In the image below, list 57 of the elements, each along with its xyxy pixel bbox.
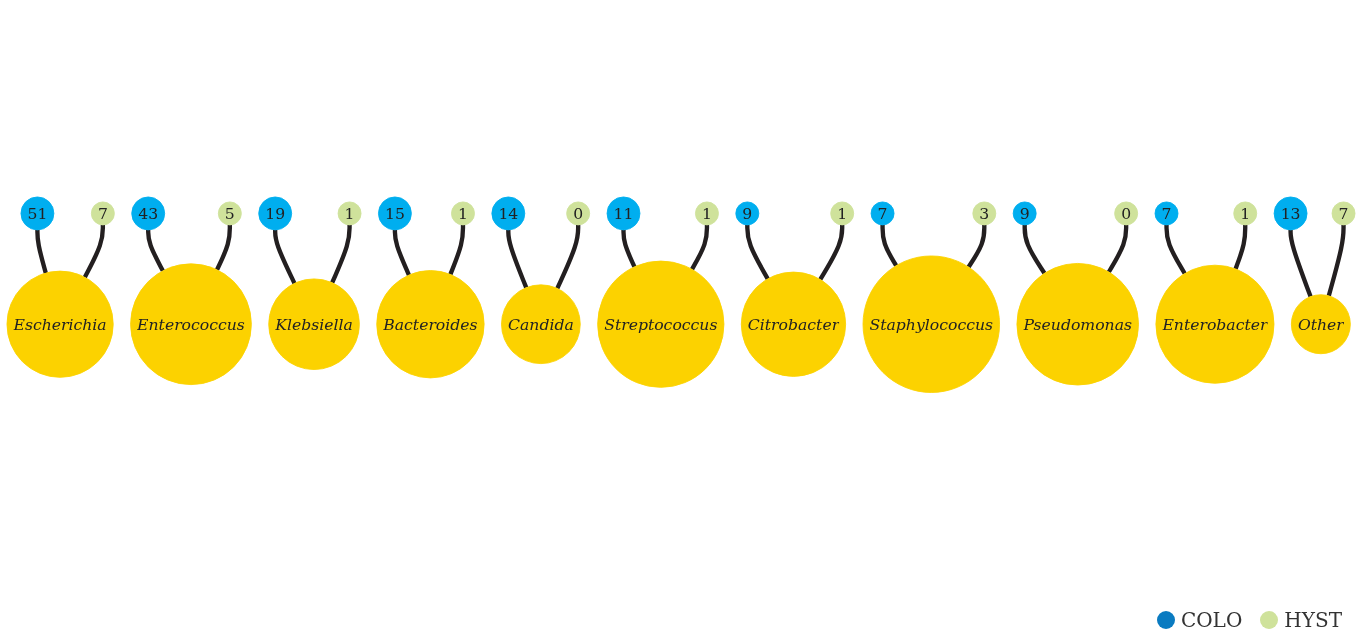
node-circle: Staphylococcus: [862, 255, 1000, 394]
node-circle: 1: [337, 201, 362, 226]
node-circle: 3: [972, 201, 997, 226]
connector: [330, 225, 352, 284]
connector: [273, 230, 297, 285]
node-circle: 7: [870, 201, 895, 226]
node-circle: 1: [451, 201, 475, 226]
node-circle: Enterococcus: [130, 263, 252, 386]
node-circle: 13: [1273, 196, 1308, 231]
connector: [448, 225, 466, 276]
node-circle: 1: [1233, 201, 1258, 226]
connector: [880, 225, 899, 268]
node-circle: 9: [735, 201, 760, 226]
node-circle: 15: [378, 196, 412, 231]
connector: [1022, 225, 1047, 275]
connector: [1233, 225, 1248, 270]
node-circle: 5: [217, 201, 242, 226]
node-circle: Candida: [501, 284, 581, 365]
legend-label: HYST: [1284, 608, 1342, 632]
connector: [506, 230, 529, 289]
node-circle: 14: [491, 196, 526, 231]
node-circle: Bacteroides: [376, 270, 485, 379]
node-circle: 11: [606, 196, 641, 231]
connector: [1326, 225, 1346, 297]
node-circle: Citrobacter: [740, 271, 847, 378]
node-circle: 0: [566, 201, 591, 226]
connector: [1164, 225, 1187, 275]
node-circle: 1: [830, 201, 855, 226]
node-circle: 7: [1331, 201, 1356, 226]
connector: [215, 225, 232, 271]
connector: [35, 230, 48, 274]
node-circle: 7: [1154, 201, 1179, 226]
node-circle: 19: [258, 196, 293, 231]
connector: [392, 230, 411, 277]
node-circle: Enterobacter: [1155, 265, 1275, 384]
node-circle: 9: [1012, 201, 1037, 226]
legend-label: COLO: [1180, 608, 1243, 632]
node-circle: 7: [90, 201, 115, 226]
node-circle: 1: [695, 201, 719, 226]
connector: [146, 230, 165, 273]
node-circle: Klebsiella: [268, 278, 360, 371]
connector: [818, 225, 845, 281]
connector: [1288, 230, 1313, 298]
connector: [621, 230, 637, 268]
connector: [82, 225, 106, 279]
connector: [966, 225, 987, 269]
connector: [555, 225, 581, 290]
connector: [690, 225, 710, 271]
node-circle: 51: [20, 196, 55, 231]
node-circle: 0: [1114, 201, 1139, 226]
node-circle: Other: [1290, 294, 1351, 355]
node-circle: 43: [131, 196, 166, 231]
node-circle: Streptococcus: [597, 260, 725, 389]
node-circle: Escherichia: [6, 270, 114, 379]
node-circle: Pseudomonas: [1016, 263, 1139, 386]
connector: [745, 225, 770, 281]
connector: [1106, 225, 1129, 274]
